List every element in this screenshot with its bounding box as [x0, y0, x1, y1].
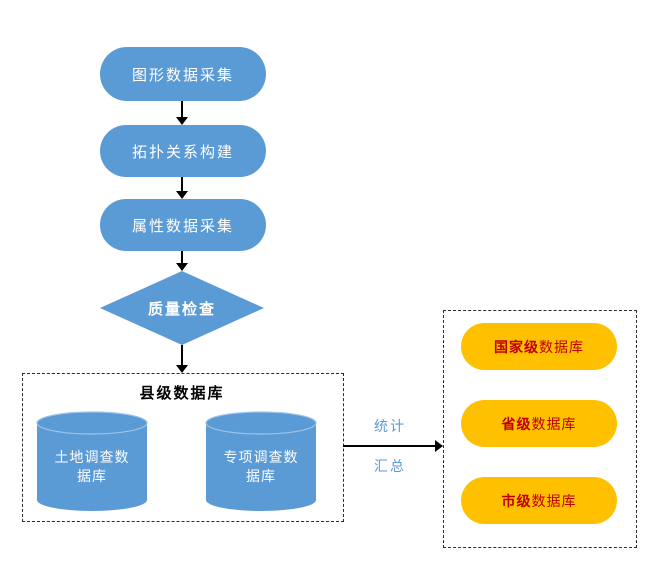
- down-arrow-icon: [175, 251, 189, 271]
- process-step-attribute-data-collection: 属性数据采集: [100, 199, 266, 251]
- process-step-label: 图形数据采集: [131, 65, 234, 84]
- level-name: 国家级: [494, 339, 539, 356]
- level-suffix: 数据库: [531, 416, 577, 433]
- process-step-label: 属性数据采集: [131, 216, 234, 235]
- process-step-label: 拓扑关系构建: [131, 142, 234, 161]
- transfer-label-summary: 汇总: [374, 459, 406, 475]
- decision-label: 质量检查: [147, 299, 216, 318]
- level-pill-municipal: 市级 数据库: [461, 477, 617, 524]
- level-suffix: 数据库: [539, 339, 584, 356]
- database-cylinder-land-survey: 土地调查数据库: [36, 411, 148, 512]
- down-arrow-icon: [175, 177, 189, 199]
- level-name: 市级: [501, 493, 532, 510]
- down-arrow-icon: [175, 101, 189, 125]
- transfer-label-statistics: 统计: [374, 419, 406, 435]
- process-step-topology-construction: 拓扑关系构建: [100, 125, 266, 177]
- right-arrow-icon: [343, 439, 443, 453]
- database-cylinder-special-survey: 专项调查数据库: [205, 411, 317, 512]
- upper-level-database-group: [443, 310, 637, 548]
- level-pill-national: 国家级 数据库: [461, 323, 617, 370]
- cylinder-shape-icon: [36, 411, 148, 511]
- process-step-graphic-data-collection: 图形数据采集: [100, 47, 266, 101]
- database-label: 土地调查数据库: [54, 450, 130, 485]
- level-pill-provincial: 省级 数据库: [461, 400, 617, 447]
- decision-quality-check: 质量检查: [100, 271, 264, 345]
- database-label: 专项调查数据库: [223, 450, 299, 485]
- level-name: 省级: [501, 416, 532, 433]
- cylinder-shape-icon: [205, 411, 317, 511]
- county-database-title: 县级数据库: [139, 384, 225, 402]
- down-arrow-icon: [175, 345, 189, 373]
- level-suffix: 数据库: [531, 493, 577, 510]
